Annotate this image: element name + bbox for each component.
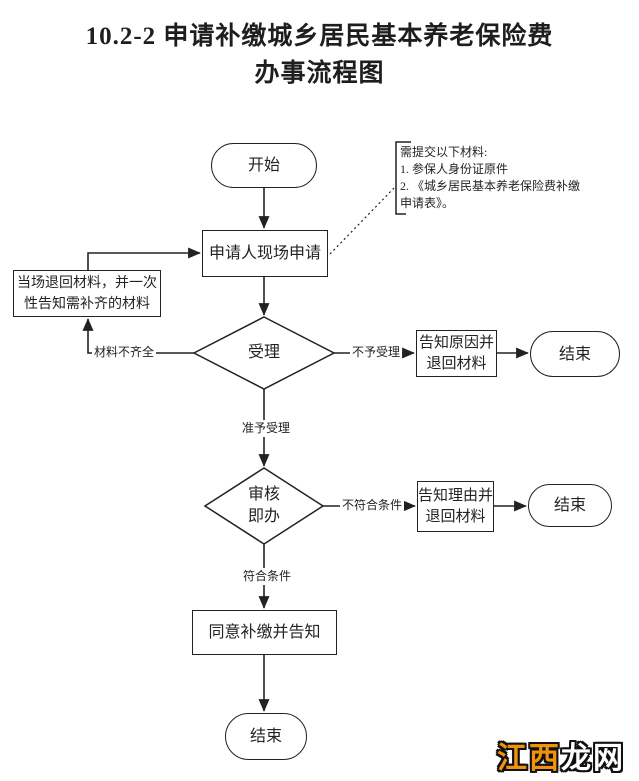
end-node-final: 结束 xyxy=(225,713,307,760)
label-not-accepted: 不予受理 xyxy=(350,344,403,361)
notify-reason-box: 告知原因并 退回材料 xyxy=(416,330,497,377)
start-label: 开始 xyxy=(247,157,280,174)
review-decision-line-2: 即办 xyxy=(247,508,280,525)
apply-onsite-label: 申请人现场申请 xyxy=(208,245,321,262)
edge-return-box-to-apply xyxy=(87,247,201,270)
apply-onsite-box: 申请人现场申请 xyxy=(202,230,328,277)
note-line-4: 申请表》。 xyxy=(400,196,455,210)
edge-accept-to-return-box xyxy=(82,318,194,354)
review-decision-line-1: 审核 xyxy=(247,486,280,503)
agree-supplement-box: 同意补缴并告知 xyxy=(192,610,337,655)
note-line-2: 1. 参保人身份证原件 xyxy=(400,162,509,176)
start-node: 开始 xyxy=(211,143,317,188)
watermark-logo: 江西龙网 xyxy=(497,733,625,777)
notify-reason-line-2: 退回材料 xyxy=(426,355,487,372)
label-accepted: 准予受理 xyxy=(240,420,293,437)
notify-grounds-box: 告知理由并 退回材料 xyxy=(417,481,494,532)
edge-note-dotted-connector xyxy=(329,185,397,255)
accept-decision-diamond xyxy=(192,316,336,390)
end-node-reject: 结束 xyxy=(530,331,620,377)
note-line-3: 2. 《城乡居民基本养老保险费补缴 xyxy=(400,179,581,193)
watermark-part-1: 江西 xyxy=(497,742,561,775)
return-materials-line-2: 性告知需补齐的材料 xyxy=(24,296,150,312)
accept-decision-label: 受理 xyxy=(247,344,280,361)
label-materials-incomplete: 材料不齐全 xyxy=(92,344,157,361)
notify-grounds-line-1: 告知理由并 xyxy=(418,487,494,504)
end-node-unqualified: 结束 xyxy=(528,484,612,527)
label-qualified: 符合条件 xyxy=(241,568,294,585)
title-line-1: 10.2-2 申请补缴城乡居民基本养老保险费 xyxy=(85,23,554,50)
page-title: 10.2-2 申请补缴城乡居民基本养老保险费 办事流程图 xyxy=(0,18,639,92)
notify-grounds-line-2: 退回材料 xyxy=(425,508,486,525)
note-left-bracket xyxy=(395,141,411,215)
note-line-1: 需提交以下材料: xyxy=(400,145,488,159)
return-materials-box: 当场退回材料，并一次 性告知需补齐的材料 xyxy=(13,270,161,317)
return-materials-line-1: 当场退回材料，并一次 xyxy=(17,275,157,291)
label-not-qualified: 不符合条件 xyxy=(340,497,405,514)
required-materials-note: 需提交以下材料: 1. 参保人身份证原件 2. 《城乡居民基本养老保险费补缴 申… xyxy=(400,144,638,212)
review-decision-diamond xyxy=(203,467,325,545)
watermark-part-2: 龙网 xyxy=(561,742,625,775)
review-decision-label: 审核 即办 xyxy=(205,468,323,544)
notify-reason-line-1: 告知原因并 xyxy=(418,334,494,351)
title-line-2: 办事流程图 xyxy=(254,60,385,87)
